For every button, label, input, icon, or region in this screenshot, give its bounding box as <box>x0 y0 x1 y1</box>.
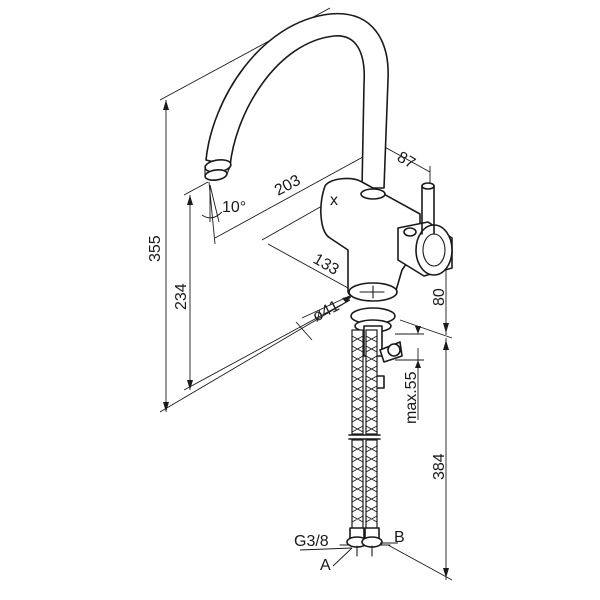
supply-hoses <box>339 329 391 557</box>
dim-overall-height: 355 <box>147 235 164 262</box>
connection-a-label: A <box>320 557 331 574</box>
connection-leaders <box>299 542 398 567</box>
faucet-handle[interactable] <box>397 182 453 277</box>
dim-handle-length: 87 <box>394 149 418 173</box>
connection-thread-label: G3/8 <box>294 533 329 550</box>
dim-hose-length: 384 <box>431 453 448 480</box>
dim-max-thickness: max.55 <box>403 371 420 424</box>
dimension-lines <box>159 7 453 581</box>
dim-tilt-angle: 10° <box>222 199 246 216</box>
cold-mark: x <box>330 192 338 209</box>
connection-b-label: B <box>394 529 405 546</box>
dim-body-depth: 133 <box>310 251 342 279</box>
faucet-spout <box>204 12 389 189</box>
dim-spout-height: 234 <box>173 283 190 310</box>
dim-body-height: 80 <box>431 288 448 306</box>
dim-spout-reach: 203 <box>272 172 304 200</box>
